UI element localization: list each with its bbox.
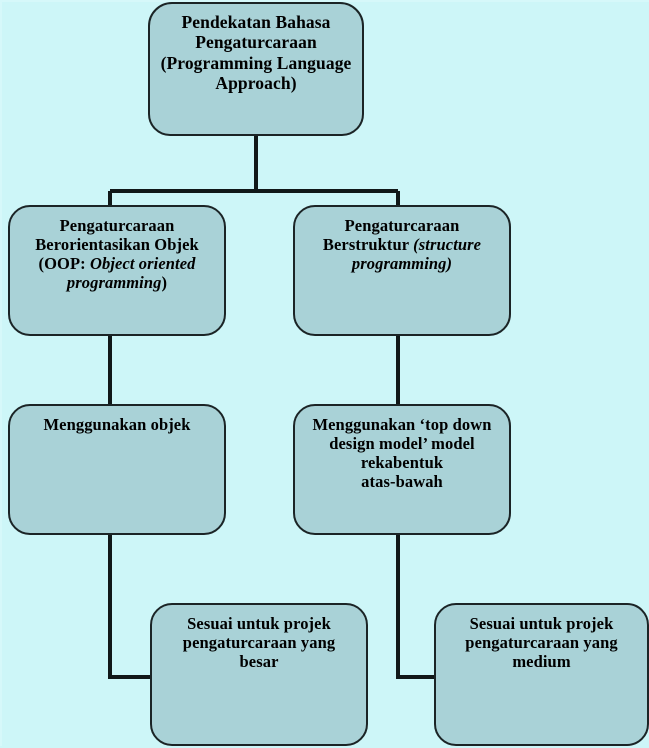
node-menggunakan-objek[interactable]: Menggunakan objek xyxy=(8,404,226,535)
node-objek-line-1: Menggunakan objek xyxy=(43,415,191,434)
node-topdown-line-2: design model’ model xyxy=(329,434,475,454)
node-oop-line-3-prefix: (OOP: xyxy=(38,254,90,274)
node-topdown-line-1: Menggunakan ‘top down xyxy=(312,415,492,434)
node-top-down-design-model[interactable]: Menggunakan ‘top down design model’ mode… xyxy=(293,404,511,535)
node-oop-line-3: (OOP: Object oriented xyxy=(20,254,214,273)
node-besar-line-2: pengaturcaraan yang xyxy=(182,633,336,653)
node-topdown-line-3: rekabentuk xyxy=(360,453,444,473)
node-root-line-3: (Programming Language xyxy=(160,52,352,73)
node-structured-line-3: programming) xyxy=(305,254,499,273)
node-programming-language-approach[interactable]: Pendekatan Bahasa Pengaturcaraan (Progra… xyxy=(148,2,364,136)
node-root-line-4: Approach) xyxy=(215,72,297,93)
node-oop-line-4-suffix: ) xyxy=(161,273,168,293)
node-medium-line-2: pengaturcaraan yang xyxy=(465,633,618,653)
node-oop-line-4: programming) xyxy=(20,273,214,292)
node-structured-line-2-prefix: Berstruktur xyxy=(322,235,414,255)
node-structured-line-1: Pengaturcaraan xyxy=(344,216,460,235)
node-structured-line-2-italic: (structure xyxy=(413,235,482,255)
node-medium-line-1: Sesuai untuk projek xyxy=(469,614,614,633)
node-root-line-2: Pengaturcaraan xyxy=(195,32,317,53)
edge-objek-besar xyxy=(108,534,152,679)
edge-topdown-medium xyxy=(396,534,436,679)
node-sesuai-projek-besar[interactable]: Sesuai untuk projek pengaturcaraan yang … xyxy=(150,603,368,746)
node-besar-line-1: Sesuai untuk projek xyxy=(187,614,331,633)
node-medium-line-3: medium xyxy=(512,652,571,672)
node-oop-line-2: Berorientasikan Objek xyxy=(35,235,199,255)
node-besar-line-3: besar xyxy=(239,652,279,672)
node-oop[interactable]: Pengaturcaraan Berorientasikan Objek (OO… xyxy=(8,205,226,336)
node-oop-line-1: Pengaturcaraan xyxy=(59,216,175,235)
node-topdown-line-4: atas-bawah xyxy=(361,472,443,492)
node-oop-line-3-italic: Object oriented xyxy=(89,254,196,274)
node-sesuai-projek-medium[interactable]: Sesuai untuk projek pengaturcaraan yang … xyxy=(434,603,649,746)
node-structured-programming[interactable]: Pengaturcaraan Berstruktur (structure pr… xyxy=(293,205,511,336)
node-structured-line-3-italic: programming) xyxy=(351,254,453,274)
node-root-line-1: Pendekatan Bahasa xyxy=(181,12,331,32)
node-structured-line-2: Berstruktur (structure xyxy=(305,235,499,254)
node-oop-line-4-italic: programming xyxy=(66,273,162,293)
